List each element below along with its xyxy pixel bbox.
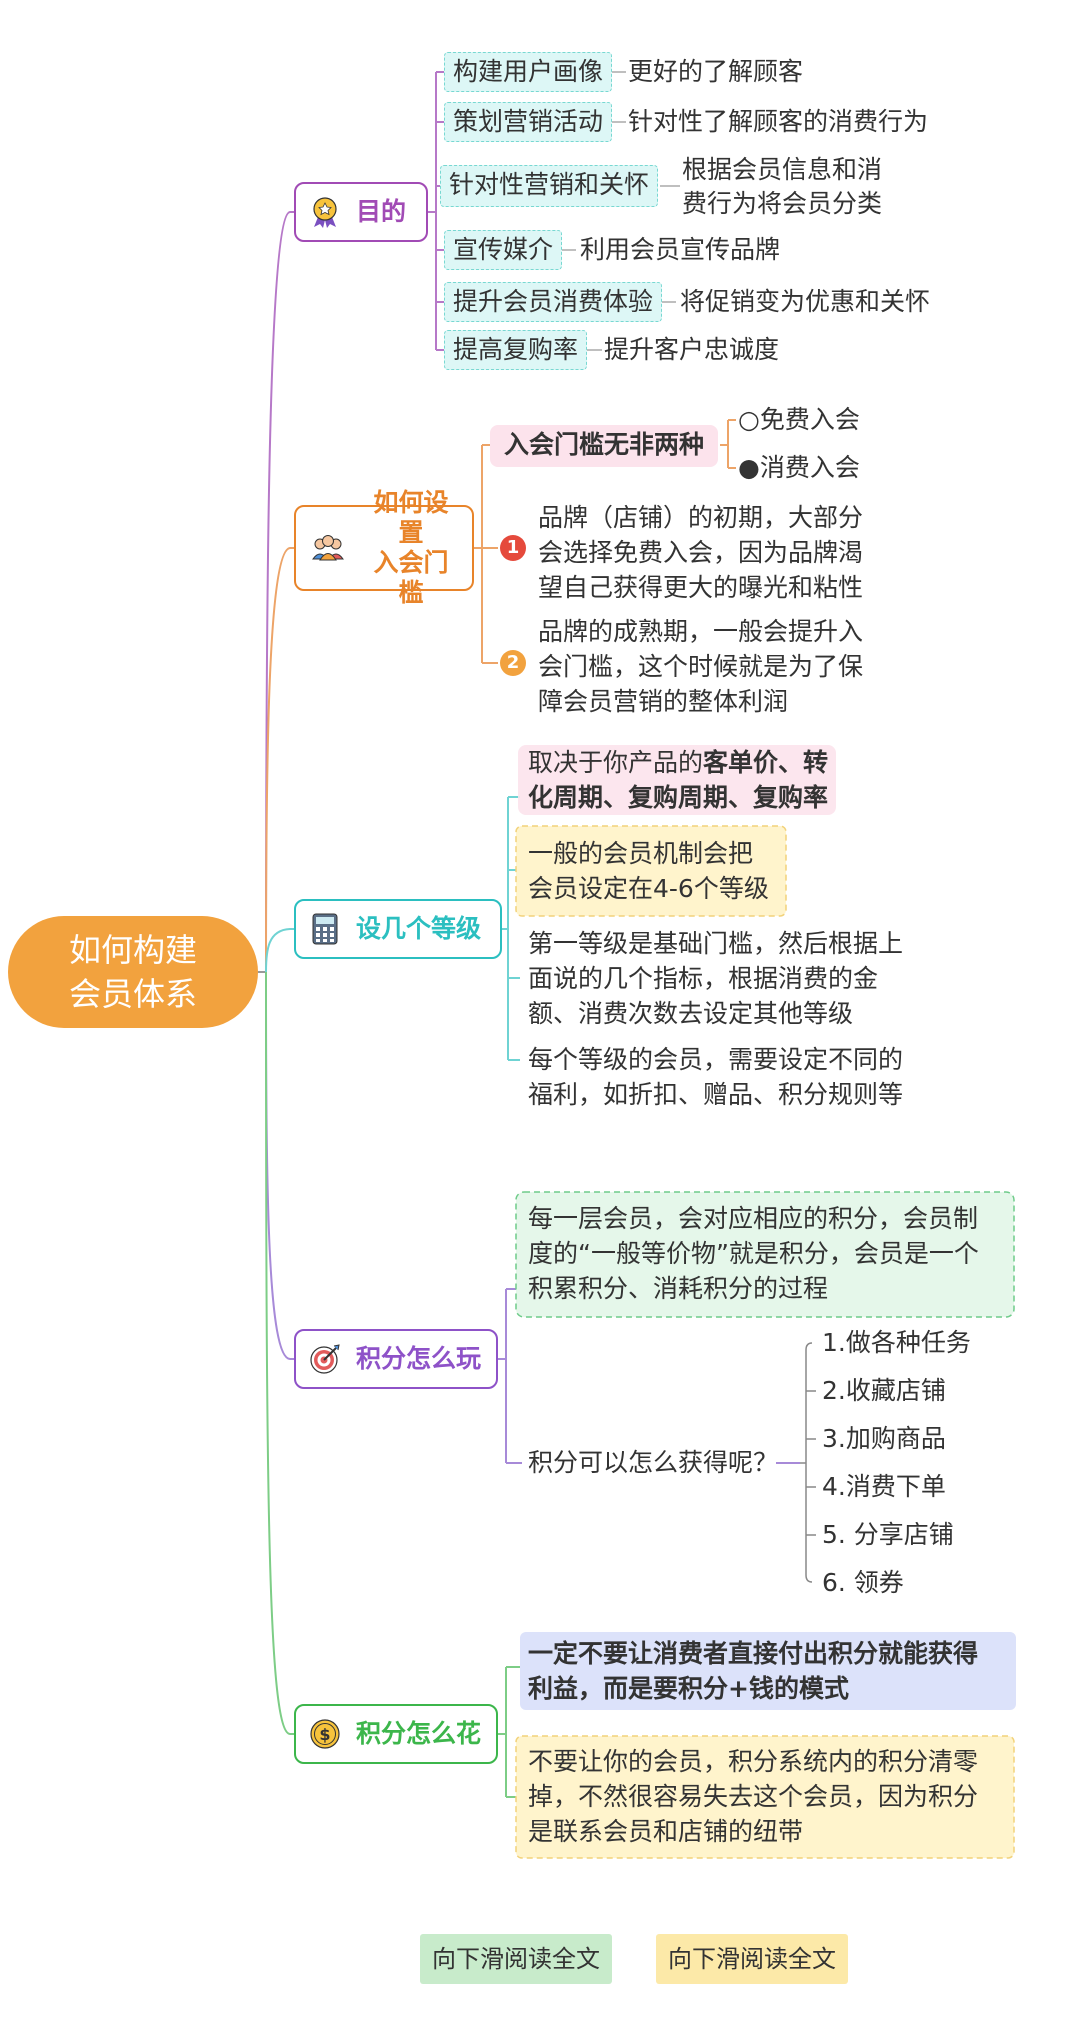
- threshold-option-free: ○免费入会: [738, 405, 860, 434]
- points-spend-bold-line-1: 一定不要让消费者直接付出积分就能获得: [528, 1639, 979, 1668]
- levels-note-1: 取决于你产品的客单价、转 化周期、复购周期、复购率: [528, 745, 828, 815]
- purpose-desc-2: 针对性了解顾客的消费行为: [628, 107, 929, 136]
- read-more-button-green[interactable]: 向下滑阅读全文: [420, 1934, 612, 1984]
- points-play-box-line-3: 积累积分、消耗积分的过程: [528, 1274, 829, 1303]
- points-way-2: 2.收藏店铺: [822, 1376, 946, 1405]
- purpose-tag-1[interactable]: 构建用户画像: [444, 52, 613, 92]
- purpose-tag-5[interactable]: 提升会员消费体验: [444, 282, 663, 322]
- coin-icon: $: [310, 1719, 340, 1749]
- purpose-tag-6[interactable]: 提高复购率: [444, 330, 588, 370]
- points-spend-bold-note: 一定不要让消费者直接付出积分就能获得 利益，而是要积分+钱的模式: [528, 1636, 978, 1706]
- purpose-desc-1: 更好的了解顾客: [628, 57, 804, 86]
- levels-note-2-line-1: 一般的会员机制会把: [528, 839, 754, 868]
- purpose-desc-4: 利用会员宣传品牌: [580, 235, 781, 264]
- number-badge-2: 2: [500, 650, 526, 676]
- points-play-box: 每一层会员，会对应相应的积分，会员制 度的“一般等价物”就是积分，会员是一个 积…: [528, 1201, 979, 1306]
- threshold-p2-line-2: 会门槛，这个时候就是为了保: [538, 652, 864, 681]
- threshold-paragraph-1: 品牌（店铺）的初期，大部分 会选择免费入会，因为品牌渴 望自己获得更大的曝光和粘…: [538, 500, 863, 605]
- points-way-1: 1.做各种任务: [822, 1328, 971, 1357]
- levels-note-1-line-2: 化周期、复购周期、复购率: [528, 783, 829, 812]
- purpose-tag-4[interactable]: 宣传媒介: [444, 230, 563, 270]
- levels-note-2-line-2: 会员设定在4-6个等级: [528, 874, 769, 903]
- points-spend-note-line-2: 掉，不然很容易失去这个会员，因为积分: [528, 1782, 979, 1811]
- purpose-tag-2[interactable]: 策划营销活动: [444, 102, 613, 142]
- threshold-p1-line-1: 品牌（店铺）的初期，大部分: [538, 503, 864, 532]
- points-way-4: 4.消费下单: [822, 1472, 946, 1501]
- points-spend-note: 不要让你的会员，积分系统内的积分清零 掉，不然很容易失去这个会员，因为积分 是联…: [528, 1744, 978, 1849]
- calculator-icon: [312, 913, 338, 945]
- read-more-button-yellow[interactable]: 向下滑阅读全文: [656, 1934, 848, 1984]
- threshold-paragraph-2: 品牌的成熟期，一般会提升入 会门槛，这个时候就是为了保 障会员营销的整体利润: [538, 614, 863, 719]
- medal-icon: [313, 197, 337, 228]
- points-spend-bold-line-2: 利益，而是要积分+钱的模式: [528, 1674, 849, 1703]
- points-how-question: 积分可以怎么获得呢？: [528, 1448, 779, 1477]
- members-icon: [312, 535, 344, 561]
- levels-note-2: 一般的会员机制会把 会员设定在4-6个等级: [528, 836, 769, 906]
- points-way-5: 5. 分享店铺: [822, 1520, 954, 1549]
- purpose-desc-3-line-2: 费行为将会员分类: [682, 189, 883, 218]
- branch-purpose-label: 目的: [356, 197, 407, 226]
- levels-note-4-line-1: 每个等级的会员，需要设定不同的: [528, 1045, 904, 1074]
- levels-note-3-line-2: 面说的几个指标，根据消费的金: [528, 964, 879, 993]
- points-way-6: 6. 领券: [822, 1568, 904, 1597]
- purpose-desc-3-line-1: 根据会员信息和消: [682, 155, 883, 184]
- threshold-p2-line-3: 障会员营销的整体利润: [538, 687, 789, 716]
- branch-points-play-label: 积分怎么玩: [356, 1344, 482, 1373]
- levels-note-3: 第一等级是基础门槛，然后根据上 面说的几个指标，根据消费的金 额、消费次数去设定…: [528, 926, 903, 1031]
- points-play-box-line-2: 度的“一般等价物”就是积分，会员是一个: [528, 1239, 979, 1268]
- svg-text:$: $: [319, 1725, 330, 1744]
- branch-points-spend-label: 积分怎么花: [356, 1719, 482, 1748]
- threshold-p1-line-2: 会选择免费入会，因为品牌渴: [538, 538, 864, 567]
- root-node[interactable]: 如何构建 会员体系: [8, 916, 258, 1028]
- branch-purpose[interactable]: 目的: [294, 182, 428, 242]
- branch-points-play[interactable]: 积分怎么玩: [294, 1329, 498, 1389]
- levels-note-3-line-3: 额、消费次数去设定其他等级: [528, 999, 854, 1028]
- branch-points-spend[interactable]: $ 积分怎么花: [294, 1704, 498, 1764]
- threshold-p2-line-1: 品牌的成熟期，一般会提升入: [538, 617, 864, 646]
- points-spend-note-line-3: 是联系会员和店铺的纽带: [528, 1817, 804, 1846]
- purpose-desc-3: 根据会员信息和消 费行为将会员分类: [682, 153, 882, 221]
- threshold-title: 入会门槛无非两种: [504, 430, 705, 459]
- target-icon: [310, 1344, 340, 1374]
- purpose-desc-6: 提升客户忠诚度: [604, 335, 780, 364]
- branch-levels-label: 设几个等级: [356, 914, 482, 943]
- levels-note-4-line-2: 福利，如折扣、赠品、积分规则等: [528, 1080, 904, 1109]
- root-line-1: 如何构建: [68, 931, 197, 969]
- levels-note-1-bold: 客单价、转: [703, 748, 829, 777]
- levels-note-1-prefix: 取决于你产品的: [528, 748, 704, 777]
- number-badge-1: 1: [500, 535, 526, 561]
- branch-threshold[interactable]: 如何设置 入会门槛: [294, 488, 474, 607]
- levels-note-3-line-1: 第一等级是基础门槛，然后根据上: [528, 929, 904, 958]
- purpose-desc-5: 将促销变为优惠和关怀: [680, 287, 931, 316]
- points-play-box-line-1: 每一层会员，会对应相应的积分，会员制: [528, 1204, 979, 1233]
- branch-levels[interactable]: 设几个等级: [294, 899, 502, 959]
- purpose-tag-3[interactable]: 针对性营销和关怀: [440, 165, 659, 207]
- branch-threshold-label: 如何设置 入会门槛: [362, 488, 460, 608]
- branch-threshold-label-1: 如何设置: [373, 488, 449, 547]
- root-line-2: 会员体系: [68, 975, 197, 1013]
- threshold-option-paid: ●消费入会: [738, 453, 860, 482]
- points-way-3: 3.加购商品: [822, 1424, 946, 1453]
- points-spend-note-line-1: 不要让你的会员，积分系统内的积分清零: [528, 1747, 979, 1776]
- levels-note-4: 每个等级的会员，需要设定不同的 福利，如折扣、赠品、积分规则等: [528, 1042, 903, 1112]
- branch-threshold-label-2: 入会门槛: [373, 548, 449, 607]
- threshold-p1-line-3: 望自己获得更大的曝光和粘性: [538, 573, 864, 602]
